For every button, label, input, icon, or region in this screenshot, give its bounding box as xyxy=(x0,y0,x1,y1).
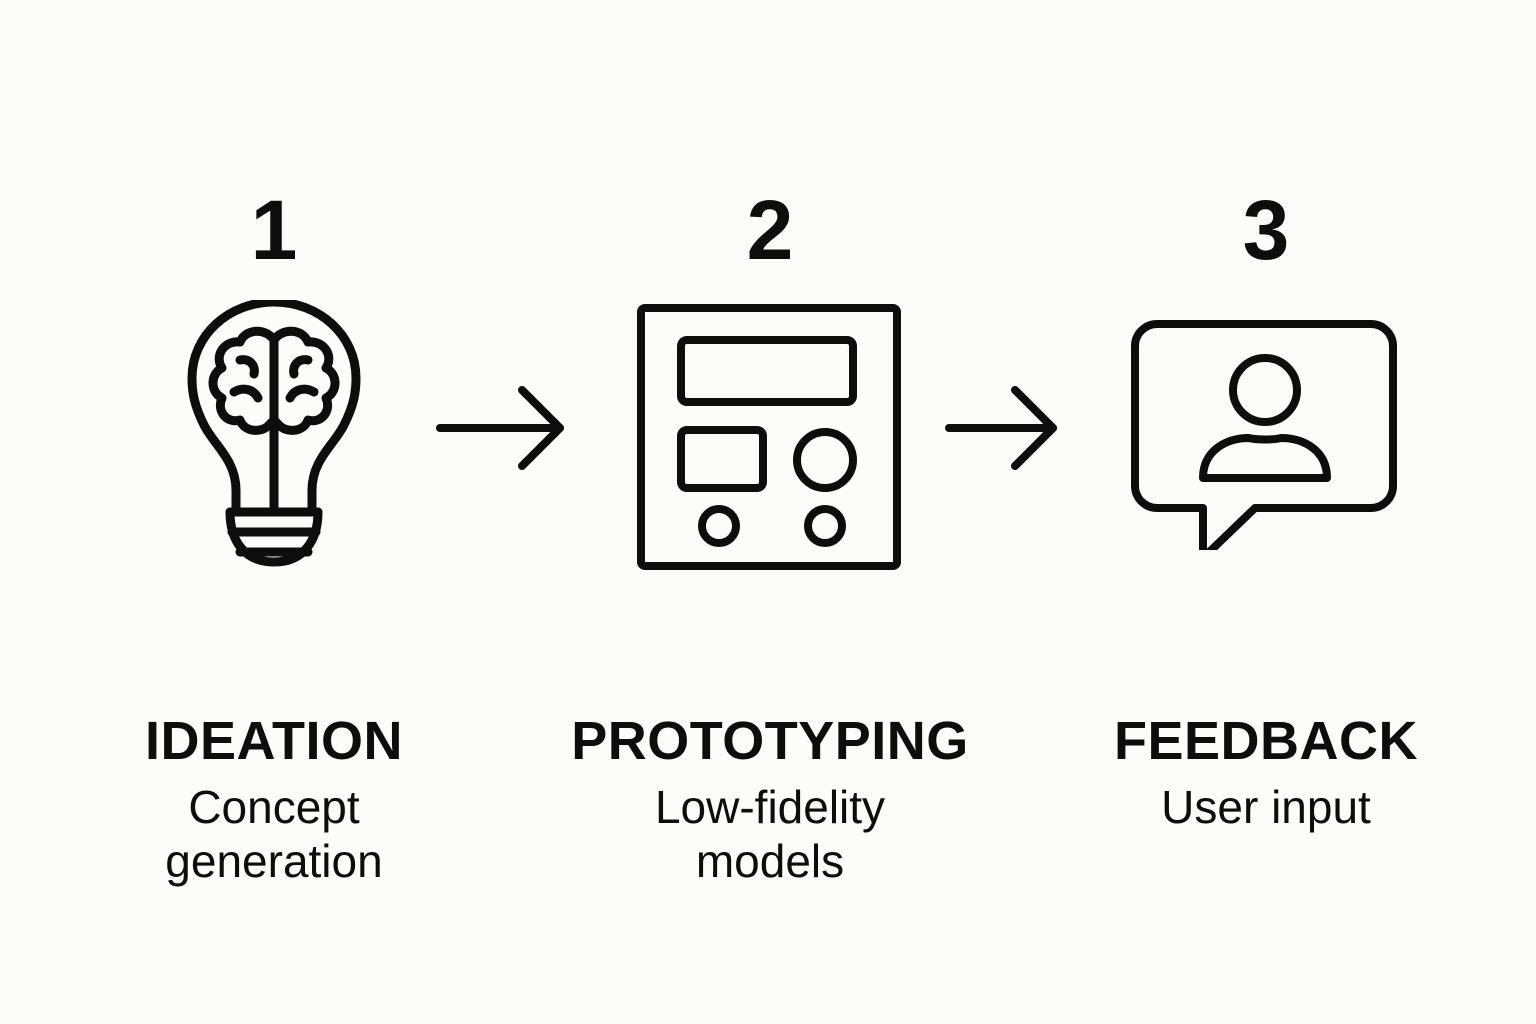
step-title: FEEDBACK xyxy=(1113,711,1418,771)
step-description: User input xyxy=(1161,781,1371,833)
step-icon-wrap xyxy=(1036,280,1496,580)
step-number: 3 xyxy=(1242,183,1290,277)
step-icon-wrap xyxy=(44,280,504,580)
wireframe-icon xyxy=(637,304,901,570)
step-ideation: 1 xyxy=(44,180,504,888)
step-description: Concept generation xyxy=(165,781,383,887)
chat-user-icon xyxy=(1131,320,1397,550)
arrow-right-icon xyxy=(945,386,1057,470)
step-number: 1 xyxy=(250,183,298,277)
step-prototyping: 2 PROTOTYPING Low-fidelity models xyxy=(540,180,1000,888)
step-description: Low-fidelity models xyxy=(654,781,886,887)
step-feedback: 3 FEEDBACK User input xyxy=(1036,180,1496,834)
step-number: 2 xyxy=(746,183,794,277)
arrow-right-icon xyxy=(436,386,564,470)
step-title: PROTOTYPING xyxy=(571,711,969,771)
step-title: IDEATION xyxy=(145,711,403,771)
lightbulb-brain-icon xyxy=(187,300,361,567)
step-icon-wrap xyxy=(540,280,1000,580)
